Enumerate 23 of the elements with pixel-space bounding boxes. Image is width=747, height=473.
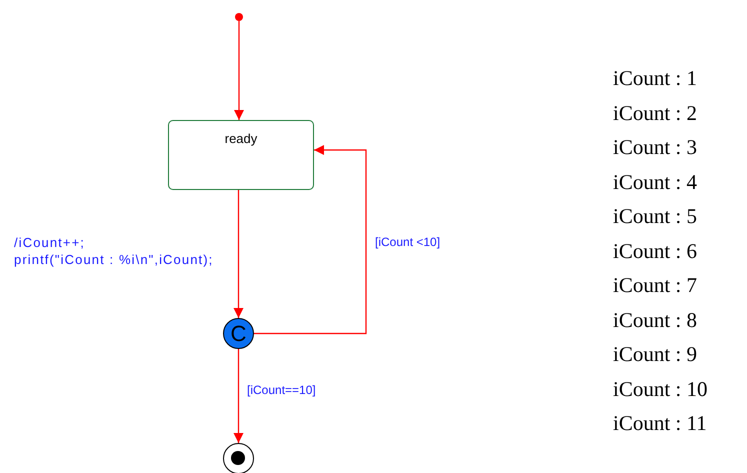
console-output-line: iCount : 2 <box>613 100 698 124</box>
console-output-line: iCount : 9 <box>613 342 698 366</box>
final-state-icon <box>223 443 254 473</box>
console-output-line: iCount : 5 <box>613 204 698 228</box>
console-output-line: iCount : 6 <box>613 238 698 262</box>
transition-arrow <box>254 145 367 334</box>
state-name: ready <box>224 131 258 146</box>
edge-label: [iCount <10] <box>375 234 440 251</box>
console-output-line: iCount : 11 <box>613 411 707 435</box>
console-output-line: iCount : 10 <box>613 376 708 400</box>
initial-state-dot <box>235 13 243 21</box>
console-output-line: iCount : 8 <box>613 308 698 332</box>
choice-letter: C <box>230 322 246 344</box>
transition-arrow <box>234 349 244 443</box>
console-output-line: iCount : 4 <box>613 170 698 194</box>
transition-arrow <box>234 21 244 120</box>
state-box <box>168 120 314 190</box>
console-output-line: iCount : 3 <box>613 135 698 159</box>
console-output-line: iCount : 7 <box>613 273 698 297</box>
edge-label: [iCount==10] <box>247 382 316 399</box>
transition-arrow <box>234 190 244 318</box>
choice-node <box>223 318 254 349</box>
console-output-line: iCount : 1 <box>613 66 698 90</box>
